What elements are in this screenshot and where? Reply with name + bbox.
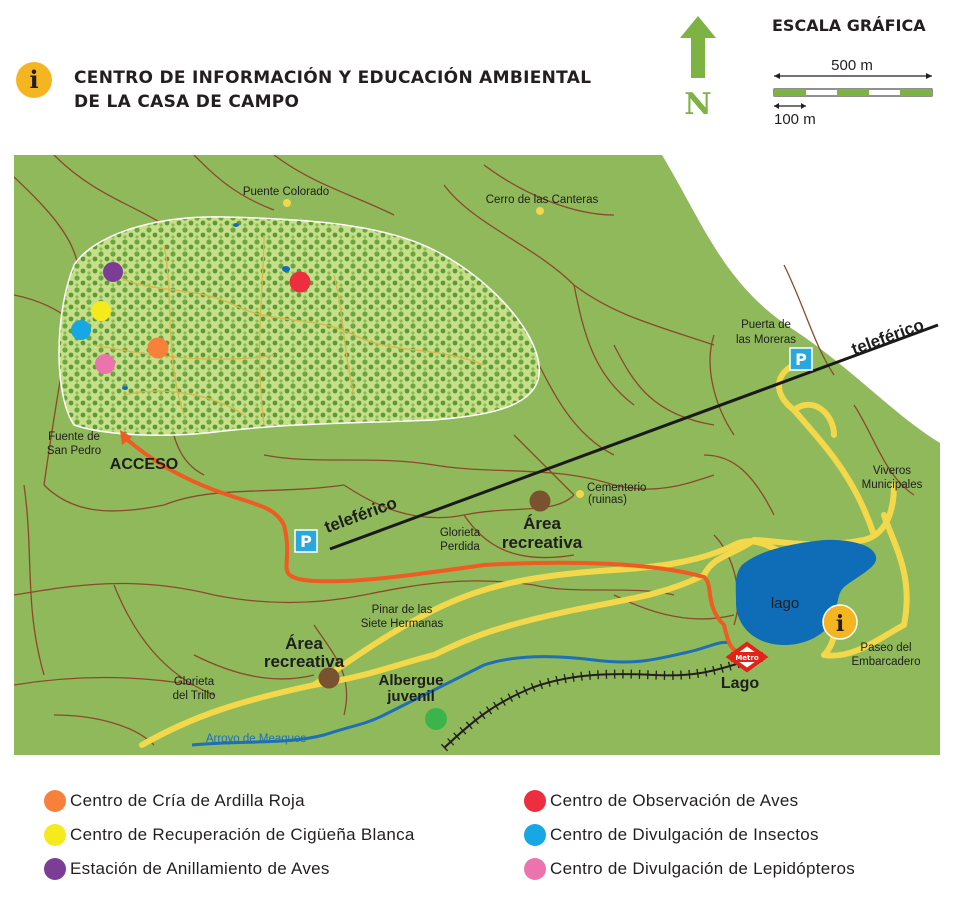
label-teleferico-top: teleférico [849, 315, 927, 359]
label-glorieta-trillo-2: del Trillo [173, 690, 216, 702]
anillamiento-aves-marker[interactable] [103, 262, 123, 282]
label-cementerio-1: Cementerio [587, 482, 646, 494]
forest-trails [93, 234, 485, 426]
metro-station-icon[interactable]: Metro [725, 641, 769, 673]
access-arrow-icon [120, 430, 132, 445]
cementerio-marker [576, 490, 584, 498]
svg-text:P: P [300, 532, 312, 551]
label-albergue-1: Albergue [378, 672, 443, 689]
label-lago: lago [771, 595, 799, 612]
svg-text:i: i [836, 611, 844, 637]
map-canvas: P P i Metro Puente Colorado Cerro de las… [14, 155, 940, 755]
legend-label: Centro de Cría de Ardilla Roja [70, 791, 305, 810]
legend-label: Centro de Divulgación de Insectos [550, 825, 819, 844]
ardilla-roja-marker[interactable] [147, 337, 169, 359]
area-recreativa-1-marker[interactable] [529, 490, 551, 512]
label-pinar-1: Pinar de las [372, 604, 433, 616]
title-line-2: DE LA CASA DE CAMPO [74, 92, 300, 112]
scale-large-label: 500 m [831, 57, 873, 74]
access-route [120, 433, 745, 657]
label-arroyo: Arroyo de Meaques [206, 733, 307, 745]
info-icon: i [16, 62, 52, 98]
label-pinar-2: Siete Hermanas [361, 618, 444, 630]
legend-item-observacion-aves: Centro de Observación de Aves [524, 788, 798, 814]
purple-dot-icon [44, 858, 66, 880]
north-label: N [684, 87, 711, 118]
orange-dot-icon [44, 790, 66, 812]
scale-small-label: 100 m [774, 111, 816, 128]
forest-area [58, 216, 540, 436]
label-area-recreativa-1a: Área [523, 514, 561, 533]
label-fuente-2: San Pedro [47, 445, 101, 457]
yellow-dot-icon [44, 824, 66, 846]
label-viveros-1: Viveros [873, 465, 911, 477]
label-puerta-moreras-2: las Moreras [736, 334, 796, 346]
svg-text:P: P [795, 350, 807, 369]
label-glorieta-perdida-1: Glorieta [440, 527, 481, 539]
legend-label: Estación de Anillamiento de Aves [70, 859, 330, 878]
scale-title: ESCALA GRÁFICA [772, 16, 926, 35]
blue-dot-icon [524, 824, 546, 846]
legend-label: Centro de Divulgación de Lepidópteros [550, 859, 856, 878]
label-area-recreativa-1b: recreativa [502, 533, 583, 552]
cerro-canteras-marker [536, 207, 544, 215]
scale-bar: 500 m 100 m [773, 57, 933, 128]
svg-text:Metro: Metro [735, 654, 759, 662]
page-title: CENTRO DE INFORMACIÓN Y EDUCACIÓN AMBIEN… [74, 66, 594, 114]
red-dot-icon [524, 790, 546, 812]
legend-item-ardilla-roja: Centro de Cría de Ardilla Roja [44, 788, 305, 814]
label-glorieta-trillo-1: Glorieta [174, 676, 215, 688]
info-center-marker-icon[interactable]: i [822, 604, 858, 640]
label-cementerio-2: (ruinas) [588, 494, 627, 506]
label-area-recreativa-2b: recreativa [264, 652, 345, 671]
trail-network [14, 155, 915, 746]
label-area-recreativa-2a: Área [285, 634, 323, 653]
legend-item-insectos: Centro de Divulgación de Insectos [524, 822, 819, 848]
divulgacion-lepidopteros-marker[interactable] [95, 354, 115, 374]
legend-item-anillamiento: Estación de Anillamiento de Aves [44, 856, 330, 882]
parking-icon[interactable]: P [789, 347, 813, 371]
stream [191, 640, 731, 747]
label-viveros-2: Municipales [862, 479, 923, 491]
label-paseo-1: Paseo del [860, 642, 911, 654]
title-line-1: CENTRO DE INFORMACIÓN Y EDUCACIÓN AMBIEN… [74, 68, 592, 88]
railway [440, 658, 742, 752]
legend-item-ciguena-blanca: Centro de Recuperación de Cigüeña Blanca [44, 822, 415, 848]
label-fuente-1: Fuente de [48, 431, 100, 443]
legend: Centro de Cría de Ardilla Roja Centro de… [44, 786, 944, 896]
label-puerta-moreras-1: Puerta de [741, 319, 791, 331]
map: P P i Metro Puente Colorado Cerro de las… [14, 155, 940, 755]
legend-label: Centro de Recuperación de Cigüeña Blanca [70, 825, 415, 844]
lake [735, 539, 877, 645]
label-glorieta-perdida-2: Perdida [440, 541, 480, 553]
label-cerro-canteras: Cerro de las Canteras [486, 194, 599, 206]
label-puente-colorado: Puente Colorado [243, 186, 329, 198]
parking-icon[interactable]: P [294, 529, 318, 553]
area-recreativa-2-marker[interactable] [318, 667, 340, 689]
label-metro-lago: Lago [721, 675, 759, 692]
label-paseo-2: Embarcadero [851, 656, 920, 668]
cable-car-line [329, 323, 939, 551]
puente-colorado-marker [283, 199, 291, 207]
north-arrow-icon: N [680, 16, 716, 118]
legend-label: Centro de Observación de Aves [550, 791, 799, 810]
observacion-aves-marker[interactable] [289, 271, 311, 293]
pink-dot-icon [524, 858, 546, 880]
cigueena-blanca-marker[interactable] [91, 301, 111, 321]
legend-item-lepidopteros: Centro de Divulgación de Lepidópteros [524, 856, 855, 882]
divulgacion-insectos-marker[interactable] [71, 320, 91, 340]
albergue-juvenil-marker[interactable] [425, 708, 447, 730]
label-albergue-2: juvenil [386, 688, 435, 705]
label-acceso: ACCESO [110, 456, 178, 473]
